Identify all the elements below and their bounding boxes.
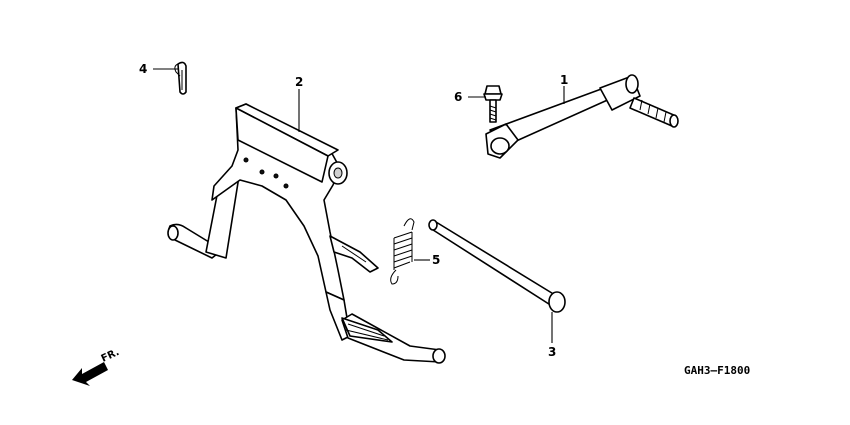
callout-3: 3 — [548, 345, 556, 359]
cotter-pin — [174, 61, 187, 95]
callout-4: 4 — [139, 62, 147, 76]
stand-shaft — [428, 219, 566, 313]
callout-1: 1 — [560, 73, 568, 87]
callout-6: 6 — [454, 90, 462, 104]
kick-arm — [485, 74, 679, 159]
callout-5: 5 — [432, 253, 440, 267]
flange-bolt — [483, 85, 503, 123]
diagram-code: GAH3–F1800 — [684, 364, 750, 377]
return-spring — [390, 218, 415, 285]
front-label: FR. — [100, 347, 121, 365]
callout-2: 2 — [295, 75, 303, 89]
main-stand — [167, 103, 446, 364]
front-arrow-icon — [72, 362, 108, 386]
